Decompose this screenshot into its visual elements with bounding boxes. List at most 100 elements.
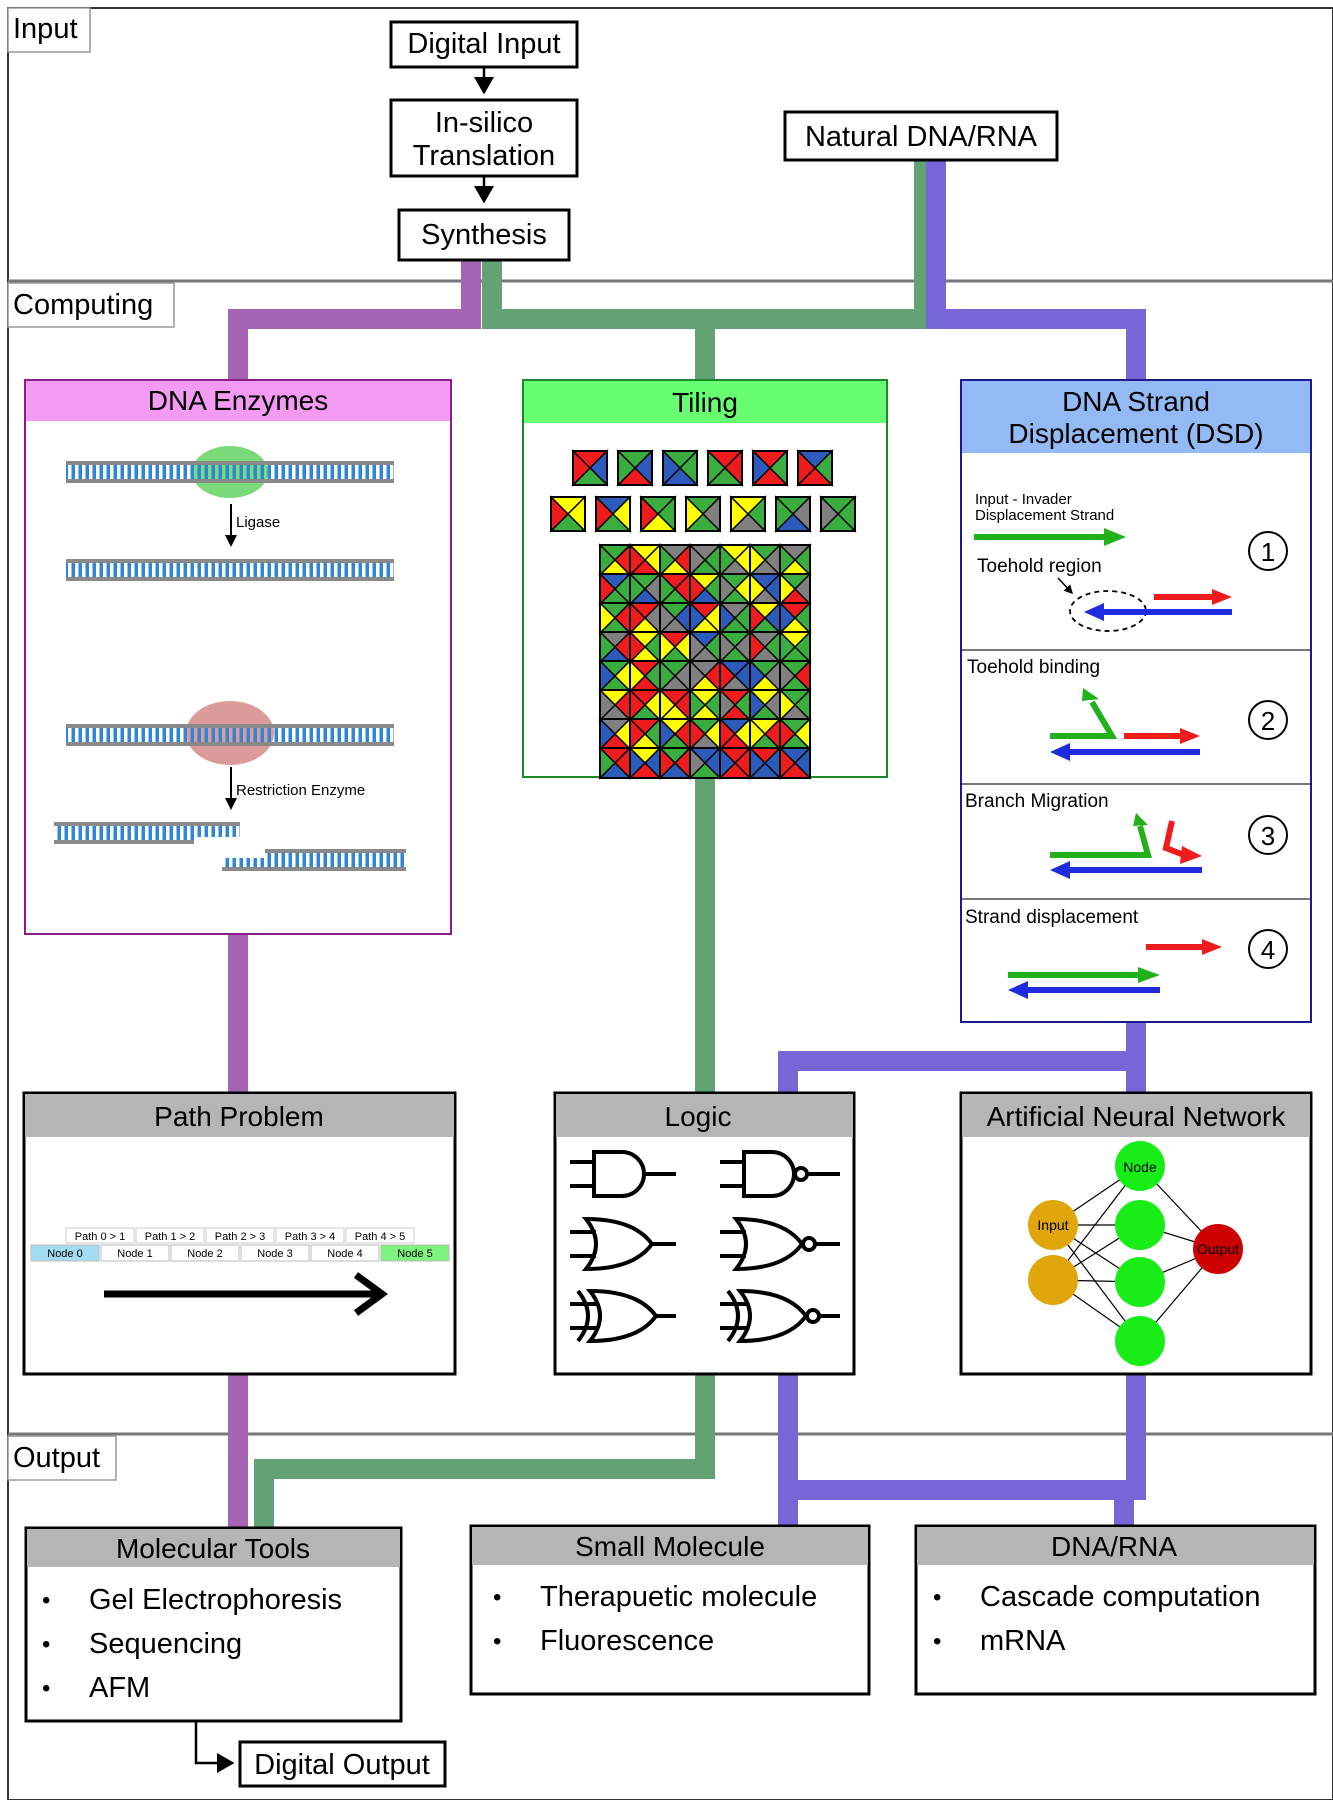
ann-hidden-node-1 [1115,1141,1165,1191]
dsd-header [962,381,1310,453]
grid-tile [778,746,812,780]
blue-line-2 [778,1022,1146,1093]
tile-type-9 [639,495,677,533]
grid-tile [748,601,782,635]
mt-item-3: AFM [89,1672,150,1704]
step3-blue-strand [1050,861,1202,879]
logic-panel: Logic [553,1091,856,1376]
path-label-cell [205,1227,275,1244]
grid-tile [598,717,632,751]
grid-tile [658,659,692,693]
digital-input-box: Digital Input [389,20,579,69]
step4-green-strand [1008,967,1160,983]
dsd-step4-label: Strand displacement [965,907,1139,928]
ligase-label: Ligase [236,514,280,531]
small-molecule-title: Small Molecule [575,1531,765,1562]
mt-bullet-1: • [42,1587,50,1614]
tile-type-13 [819,495,857,533]
path-node-label: Node 1 [117,1248,152,1260]
connector-lines [228,160,1146,1528]
tile-type-10 [684,495,722,533]
path-label-cell [275,1227,345,1244]
grid-tile [718,717,752,751]
dr-bullet-1: • [933,1584,941,1611]
dsd-step3-label: Branch Migration [965,791,1109,812]
dr-item-1: Cascade computation [980,1581,1261,1613]
nand-gate-icon [720,1150,840,1198]
grid-tile [778,630,812,664]
natural-dna-text: Natural DNA/RNA [805,121,1038,153]
step3-red-strand [1162,820,1202,864]
path-node-cell [240,1244,310,1262]
synthesis-box: Synthesis [397,208,571,262]
dna-fragment-left [54,822,240,845]
arrow-to-digital-output [194,1721,235,1773]
tile-type-3 [661,449,699,487]
grid-tile [748,543,782,577]
digital-input-text: Digital Input [407,28,560,60]
grid-tile [628,659,662,693]
dna-duplex-2 [66,559,394,581]
translation-line2: Translation [413,140,555,172]
step4-blue-strand [1008,981,1160,999]
mt-item-1: Gel Electrophoresis [89,1584,342,1616]
tile-type-7 [549,495,587,533]
step2-green-strand [1050,688,1118,739]
mt-bullet-2: • [42,1631,50,1658]
ann-hidden-node-4 [1115,1316,1165,1366]
step1-blue-strand [1084,603,1232,621]
tile-type-11 [729,495,767,533]
tiling-title: Tiling [672,387,738,418]
grid-tile [748,572,782,606]
path-label-cell [135,1227,205,1244]
path-node-cell [380,1244,450,1262]
synthesis-text: Synthesis [421,219,547,251]
small-molecule-box: Small Molecule • Therapuetic molecule • … [469,1524,871,1696]
grid-tile [748,746,782,780]
small-molecule-header [472,1527,868,1565]
dsd-step2-label: Toehold binding [967,657,1100,678]
path-label: Path 0 > 1 [75,1231,125,1243]
tile-set-row-1 [571,449,834,487]
path-node-label: Node 3 [257,1248,292,1260]
step4-red-strand [1146,939,1222,955]
step-number-4-text: 4 [1261,935,1275,965]
tile-type-6 [796,449,834,487]
dr-item-2: mRNA [980,1625,1066,1657]
nor-gate-icon [720,1216,840,1272]
path-node-label: Node 5 [397,1248,432,1260]
or-gate-icon [570,1216,676,1272]
natural-dna-box: Natural DNA/RNA [783,110,1059,162]
grid-tile [748,717,782,751]
dr-bullet-2: • [933,1628,941,1655]
step-number-3-text: 3 [1261,821,1275,851]
tiling-header [524,381,886,423]
dna-rna-title: DNA/RNA [1051,1531,1177,1562]
grid-tile [688,543,722,577]
ann-title: Artificial Neural Network [987,1101,1287,1132]
grid-tile [628,688,662,722]
grid-tile [778,572,812,606]
tile-set-row-2 [549,495,857,533]
section-computing-text: Computing [13,289,153,321]
grid-tile [598,630,632,664]
section-label-computing: Computing [7,282,175,328]
digital-output-text: Digital Output [254,1749,430,1781]
logic-title: Logic [665,1101,732,1132]
dna-duplex-3 [66,724,394,746]
molecular-tools-title: Molecular Tools [116,1533,310,1564]
grid-tile [688,572,722,606]
dsd-panel: DNA Strand Displacement (DSD) Input - In… [960,379,1312,1023]
grid-tile [628,630,662,664]
grid-tile [688,717,722,751]
dna-fragment-right [222,849,406,871]
ann-input-node-2 [1028,1255,1078,1305]
ann-node-label: Node [1123,1159,1157,1175]
ann-output-label: Output [1197,1241,1239,1257]
grid-tile [778,543,812,577]
path-node-label: Node 4 [327,1248,362,1260]
grid-tile [718,601,752,635]
